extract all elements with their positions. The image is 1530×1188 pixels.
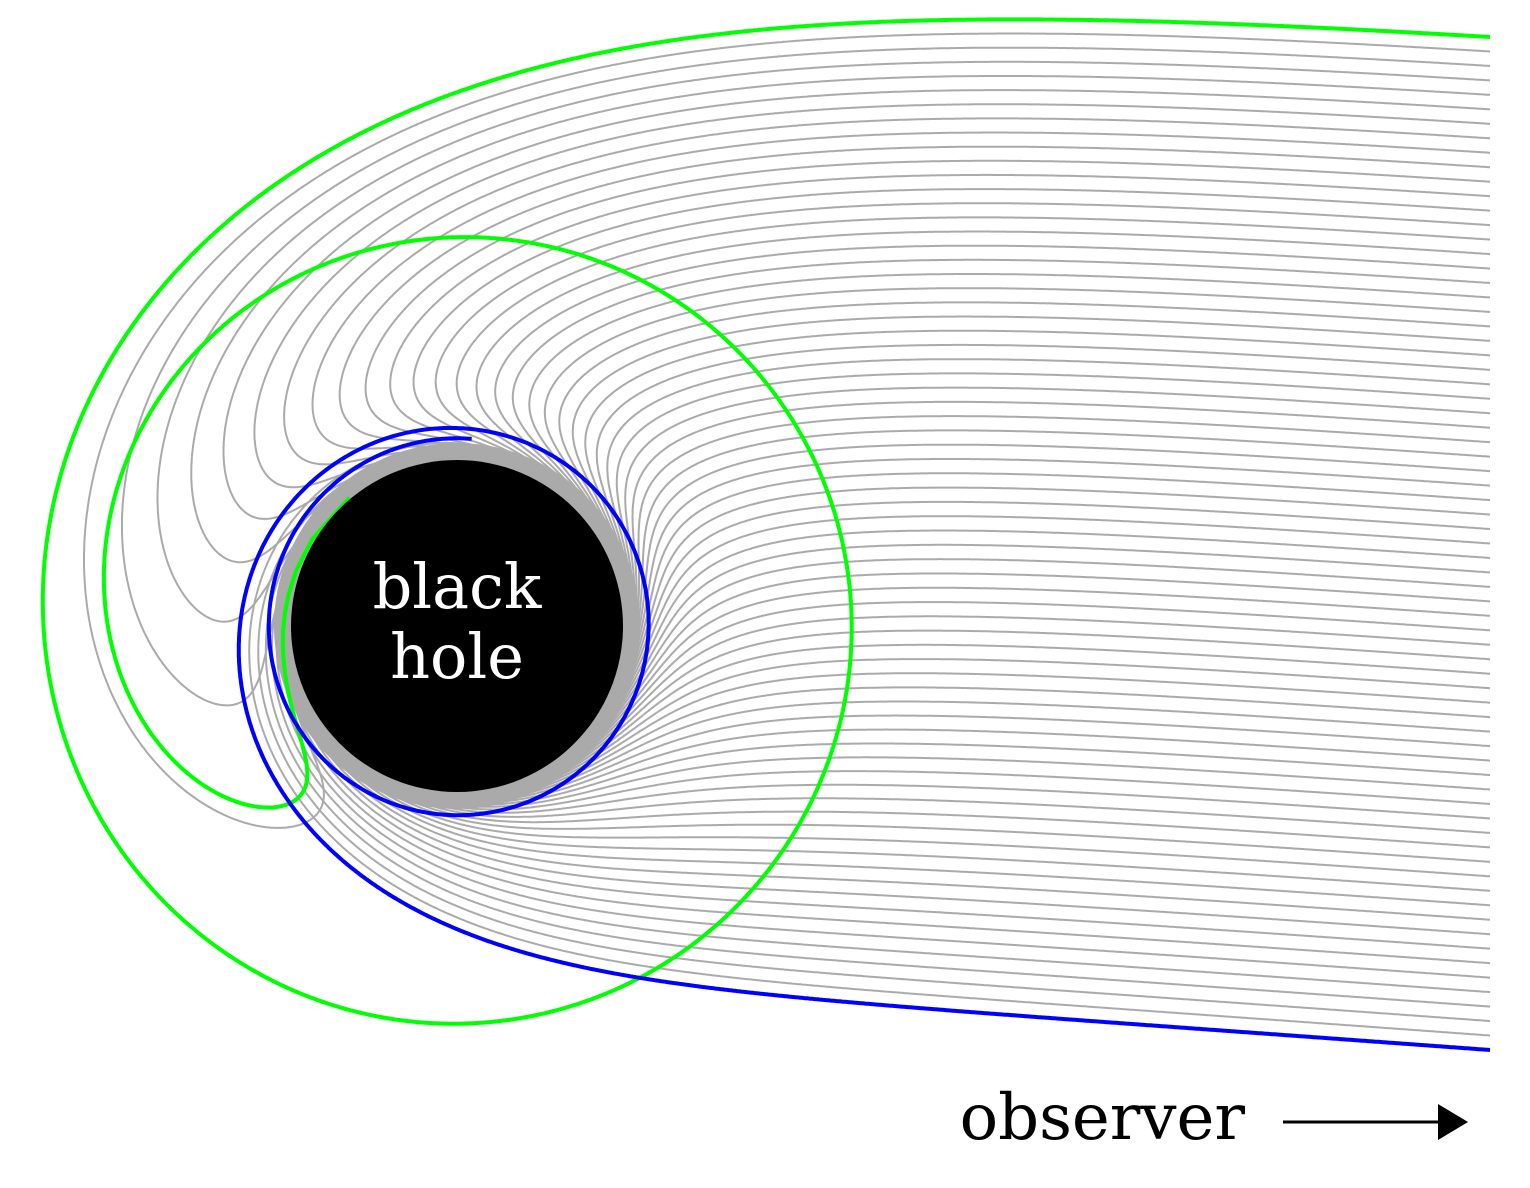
light-ray: [293, 671, 1491, 849]
light-ray: [584, 329, 1491, 712]
light-ray: [525, 458, 1491, 781]
light-ray: [381, 658, 1491, 799]
light-ray: [285, 566, 1491, 921]
light-ray: [275, 470, 1490, 979]
light-ray: [584, 372, 1491, 737]
light-ray: [222, 89, 1491, 520]
light-ray: [281, 515, 1491, 950]
light-ray: [283, 117, 1491, 525]
light-ray: [257, 450, 1491, 1023]
light-ray: [494, 244, 1490, 650]
light-ray: [414, 615, 1491, 797]
light-ray: [571, 315, 1491, 695]
light-ray: [338, 145, 1490, 530]
light-ray: [311, 712, 1491, 811]
light-ray: [455, 216, 1491, 612]
black-hole-disk: [291, 460, 623, 792]
light-ray: [558, 386, 1491, 761]
light-ray: [279, 491, 1491, 965]
light-ray: [286, 586, 1491, 907]
light-ray: [528, 273, 1491, 695]
light-ray: [287, 628, 1490, 878]
light-ray: [311, 131, 1491, 515]
light-ray: [451, 572, 1491, 796]
black-hole-label-line1: black: [373, 550, 542, 623]
observer-label: observer: [960, 1081, 1246, 1155]
light-ray: [485, 529, 1491, 794]
light-ray: [283, 541, 1491, 936]
light-ray: [412, 188, 1491, 581]
light-ray: [463, 558, 1491, 796]
light-ray: [496, 515, 1491, 791]
inner-critical-ray: [236, 426, 1491, 1052]
light-ray: [303, 697, 1491, 820]
light-ray: [366, 686, 1491, 801]
light-ray: [475, 230, 1491, 643]
light-ray: [320, 725, 1491, 808]
light-ray: [409, 629, 1491, 798]
light-ray: [83, 32, 1491, 829]
light-ray: [578, 358, 1491, 743]
light-ray: [378, 672, 1491, 800]
light-ray: [156, 60, 1491, 623]
light-ray: [532, 443, 1490, 778]
light-ray: [511, 258, 1491, 651]
light-ray: [518, 486, 1491, 785]
light-ray: [287, 605, 1491, 892]
light-ray: [337, 714, 1491, 803]
light-ray: [297, 683, 1491, 834]
outer-critical-ray: [40, 17, 1491, 1026]
light-ray: [434, 202, 1491, 631]
light-ray: [289, 652, 1491, 863]
light-rays: [83, 32, 1491, 1037]
light-ray: [548, 400, 1491, 767]
light-ray: [253, 103, 1491, 489]
light-ray: [264, 454, 1491, 1008]
light-ray: [558, 301, 1491, 707]
light-ray: [488, 500, 1491, 793]
light-ray: [190, 75, 1491, 564]
light-ray: [120, 46, 1490, 707]
critical-rays: [40, 17, 1491, 1052]
light-ray: [329, 736, 1490, 806]
light-ray: [556, 415, 1491, 762]
light-ray: [551, 429, 1491, 766]
light-ray: [426, 601, 1491, 797]
light-ray: [390, 643, 1490, 799]
observer-arrow-head-icon: [1438, 1104, 1468, 1140]
light-ray: [457, 543, 1490, 796]
light-ray: [389, 173, 1491, 574]
light-ray: [591, 343, 1490, 727]
light-ray: [543, 287, 1491, 710]
light-ray: [364, 159, 1491, 573]
light-ray: [347, 700, 1491, 802]
black-hole-label-line2: hole: [390, 620, 524, 693]
light-ray: [335, 728, 1491, 804]
light-ray: [422, 586, 1491, 797]
light-ray: [501, 472, 1491, 789]
